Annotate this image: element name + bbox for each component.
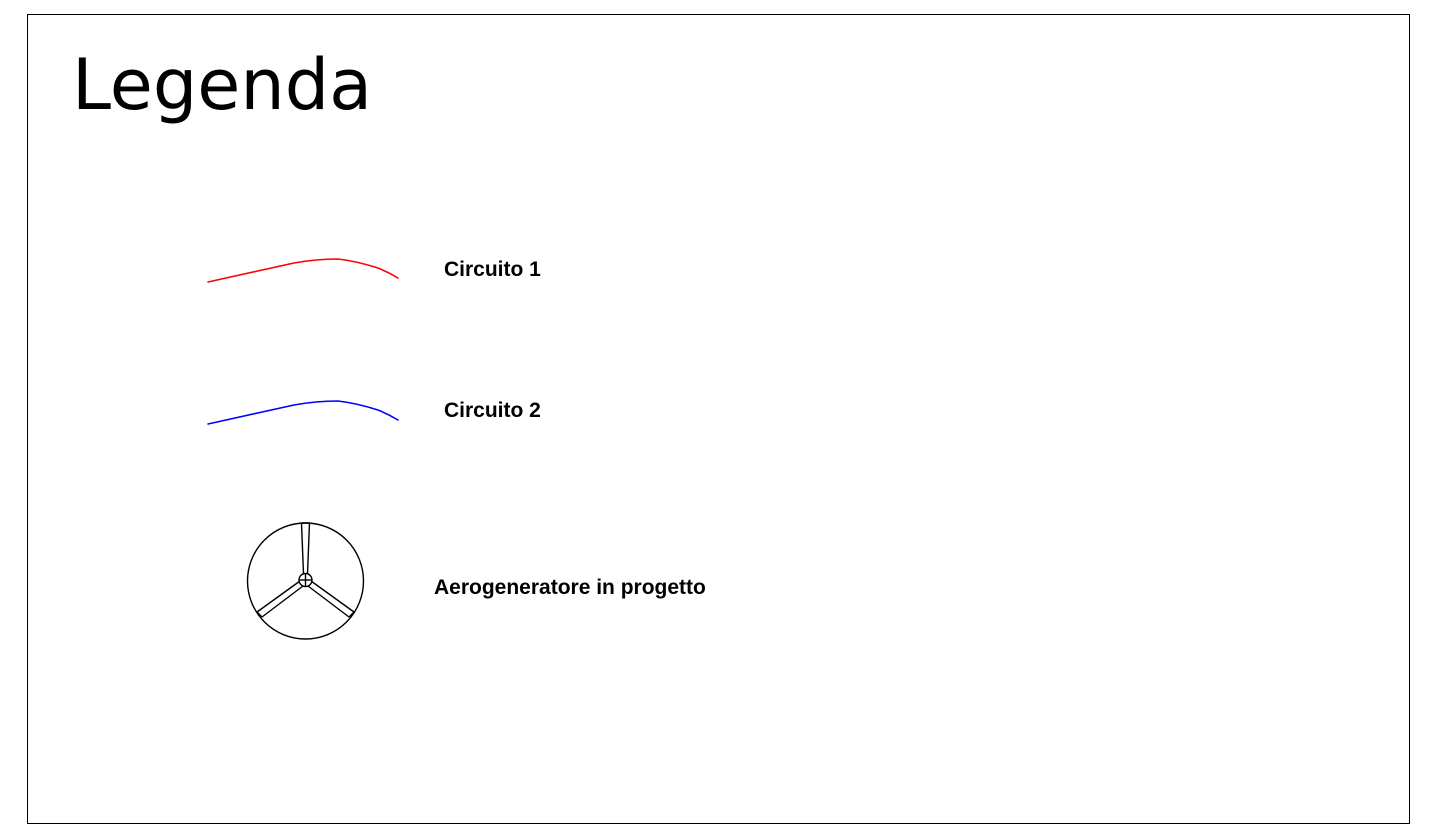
wind-turbine-shape xyxy=(246,522,365,640)
circuit-2-line-icon xyxy=(207,400,399,425)
legend-label-circuito-1: Circuito 1 xyxy=(444,258,541,281)
slide: Legenda Circuito 1 Circuito 2 Aerogenera… xyxy=(27,14,1410,824)
blade-top xyxy=(300,522,311,575)
legend-label-aerogeneratore: Aerogeneratore in progetto xyxy=(434,576,706,599)
slide-title: Legenda xyxy=(72,44,373,126)
wind-turbine-icon xyxy=(246,522,365,640)
circuit-1-line xyxy=(207,258,399,283)
circuit-1-line-icon xyxy=(207,258,399,283)
circuit-2-line xyxy=(207,400,399,425)
legend-label-circuito-2: Circuito 2 xyxy=(444,399,541,422)
blade-left xyxy=(256,580,304,618)
blade-right xyxy=(307,580,355,618)
